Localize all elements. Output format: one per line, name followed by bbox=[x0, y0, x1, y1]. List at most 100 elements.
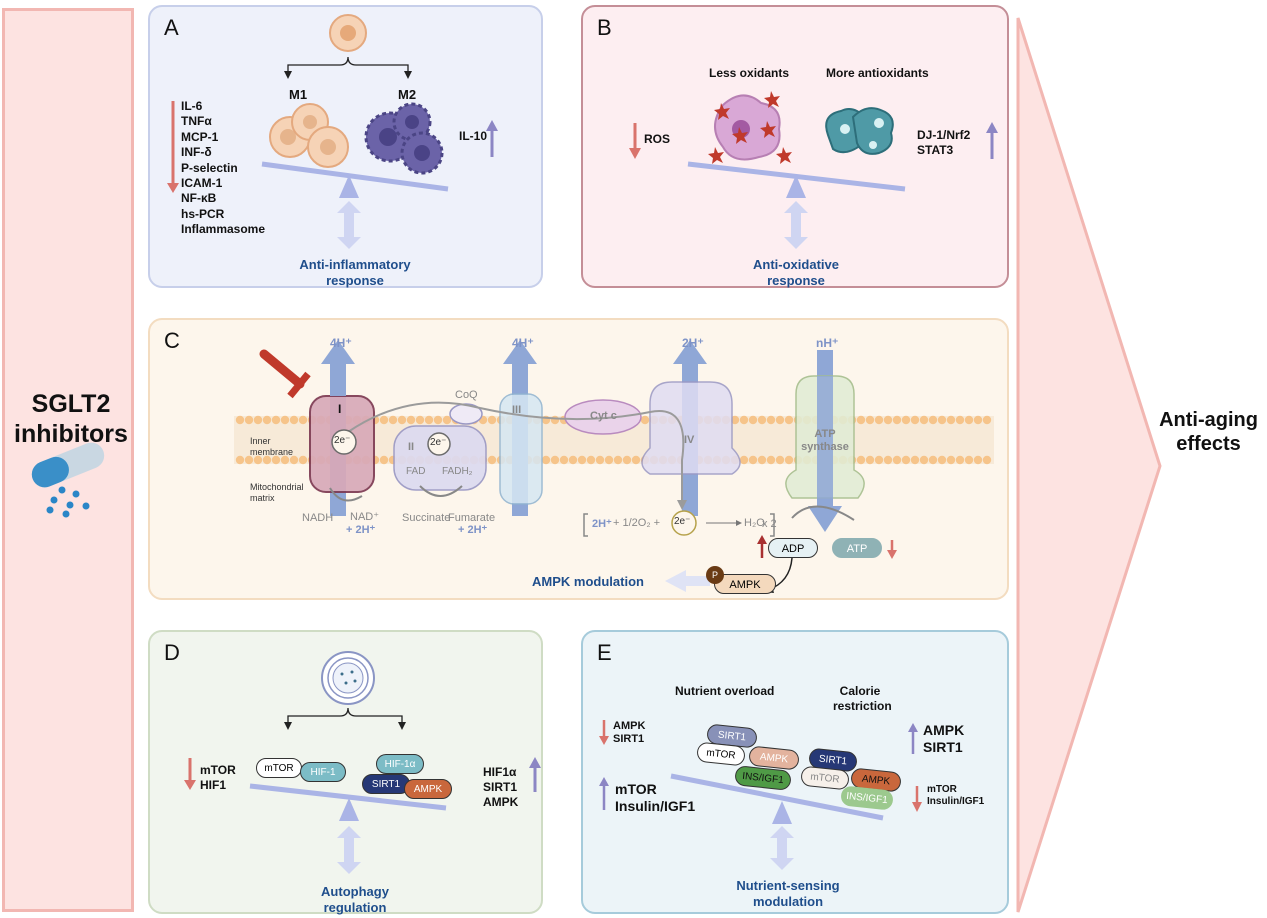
complex-iii bbox=[499, 393, 543, 505]
sirt1-pill: SIRT1 bbox=[362, 774, 410, 794]
fumarate-h-label: + 2H⁺ bbox=[458, 524, 488, 536]
complex-ii bbox=[393, 425, 487, 491]
matrix-label: Mitochondrial matrix bbox=[250, 482, 304, 503]
down-arrow-icon bbox=[912, 786, 922, 812]
ros-burst-icon bbox=[708, 91, 792, 164]
up-arrow-icon bbox=[908, 723, 918, 754]
inflammatory-marker: TNFα bbox=[181, 114, 212, 129]
electron-i: 2e⁻ bbox=[334, 435, 351, 446]
inflammatory-marker: ICAM-1 bbox=[181, 176, 223, 191]
ros-label: ROS bbox=[644, 132, 671, 146]
inflammatory-marker: P-selectin bbox=[181, 160, 238, 175]
panel-d-label: D bbox=[164, 640, 180, 665]
equation-x2: x 2 bbox=[762, 518, 777, 530]
anti-aging-title: Anti-aging effects bbox=[1159, 409, 1258, 455]
complex-i-label: I bbox=[338, 402, 342, 416]
hif1a-pill: HIF-1α bbox=[376, 754, 424, 774]
up-arrow-icon bbox=[986, 122, 998, 159]
down-arrow-icon bbox=[167, 101, 179, 193]
macrophage-icon bbox=[329, 14, 367, 52]
fad-label: FAD bbox=[406, 466, 426, 477]
fumarate-label: Fumarate bbox=[448, 512, 496, 524]
balance-fulcrum bbox=[339, 175, 359, 198]
equation-h: 2H⁺ bbox=[592, 518, 612, 530]
equation-h2o: H₂O bbox=[744, 517, 765, 529]
panel-c: C bbox=[148, 318, 1009, 600]
down-arrow-icon bbox=[184, 758, 196, 790]
inflammatory-marker: hs-PCR bbox=[181, 206, 225, 221]
antioxidant-markers: DJ-1/Nrf2 STAT3 bbox=[917, 128, 971, 157]
panel-b-label: B bbox=[597, 15, 612, 40]
less-oxidants-label: Less oxidants bbox=[709, 66, 790, 80]
complex-ii-label: II bbox=[408, 441, 415, 453]
panel-e-caption: Nutrient-sensing modulation bbox=[736, 878, 840, 909]
inflammatory-marker: Inflammasome bbox=[181, 222, 266, 237]
balance-fulcrum bbox=[786, 175, 806, 198]
coq-label: CoQ bbox=[455, 389, 478, 401]
balance-fulcrum bbox=[772, 801, 792, 824]
up-markers: HIF1α SIRT1 AMPK bbox=[483, 765, 519, 809]
atp-pill: ATP bbox=[832, 538, 882, 558]
panel-b: B Less oxidants More antioxidants ROS DJ… bbox=[581, 5, 1009, 288]
m2-macrophage-cells-icon bbox=[364, 102, 444, 175]
adp-pill: ADP bbox=[768, 538, 818, 558]
antioxidant-cells-icon bbox=[825, 107, 894, 155]
balance-fulcrum bbox=[339, 798, 359, 821]
top-right-markers: AMPK SIRT1 bbox=[923, 722, 965, 755]
proton-iii-label: 4H⁺ bbox=[512, 336, 534, 350]
ampk-pill: AMPK bbox=[404, 779, 452, 799]
nad-label: NAD⁺ bbox=[350, 511, 380, 523]
panel-c-caption: AMPK modulation bbox=[532, 574, 644, 589]
down-arrow-icon bbox=[599, 720, 609, 745]
up-arrow-icon bbox=[599, 777, 609, 810]
branch-bracket bbox=[287, 56, 409, 73]
autophagosome-icon bbox=[321, 651, 375, 705]
double-arrow-icon bbox=[770, 826, 794, 870]
m1-label: M1 bbox=[289, 87, 308, 102]
up-arrow-icon bbox=[486, 120, 498, 157]
fadh2-label: FADH₂ bbox=[442, 466, 473, 477]
double-arrow-icon bbox=[337, 826, 361, 874]
panel-c-label: C bbox=[164, 328, 180, 353]
proton-iv-label: 2H⁺ bbox=[682, 336, 704, 350]
complex-iv-label: IV bbox=[684, 434, 695, 446]
hif1-pill: HIF-1 bbox=[300, 762, 346, 782]
calorie-restriction-label: Calorie restriction bbox=[833, 684, 892, 713]
ampk-pill: AMPK bbox=[714, 574, 776, 594]
complex-iv bbox=[641, 381, 741, 475]
inflammatory-marker: INF-δ bbox=[181, 145, 212, 160]
top-left-markers: AMPK SIRT1 bbox=[613, 720, 646, 745]
m1-macrophage-cells-icon bbox=[269, 103, 349, 168]
down-arrow-icon bbox=[887, 540, 897, 559]
electron-iv: 2e⁻ bbox=[674, 516, 691, 527]
panel-b-caption: Anti-oxidative response bbox=[753, 257, 839, 288]
electron-ii: 2e⁻ bbox=[430, 437, 447, 448]
panel-a-caption: Anti-inflammatory response bbox=[299, 257, 411, 288]
inflammatory-marker: IL-6 bbox=[181, 99, 203, 113]
up-arrow-icon bbox=[757, 535, 767, 558]
more-antioxidants-label: More antioxidants bbox=[826, 66, 929, 80]
double-arrow-icon bbox=[337, 201, 361, 249]
proton-atp-label: nH⁺ bbox=[816, 336, 839, 350]
double-arrow-icon bbox=[784, 201, 808, 249]
proton-arrow-iv-head bbox=[673, 340, 707, 364]
bottom-right-markers: mTOR Insulin/IGF1 bbox=[927, 784, 985, 807]
panel-e-label: E bbox=[597, 640, 612, 665]
proton-arrow-iii-head bbox=[503, 340, 537, 364]
panel-e: E Nutrient overload Calorie restriction … bbox=[581, 630, 1009, 914]
balance-beam bbox=[249, 783, 447, 811]
pill-capsule-icon bbox=[31, 442, 105, 518]
complex-iii-label: III bbox=[512, 404, 522, 416]
panel-d-caption: Autophagy regulation bbox=[321, 884, 389, 915]
sglt2-column: SGLT2 inhibitors bbox=[2, 8, 134, 912]
proton-arrow-i-head bbox=[321, 340, 355, 364]
ampk-modulation-arrow bbox=[665, 570, 710, 592]
panel-d: D mTOR HIF1 HIF1α SIRT1 AMPK Autophagy r… bbox=[148, 630, 543, 915]
nutrient-overload-label: Nutrient overload bbox=[675, 684, 775, 698]
up-arrow-icon bbox=[529, 757, 541, 792]
down-arrow-icon bbox=[629, 123, 641, 159]
cytc-label: Cyt c bbox=[590, 410, 617, 422]
